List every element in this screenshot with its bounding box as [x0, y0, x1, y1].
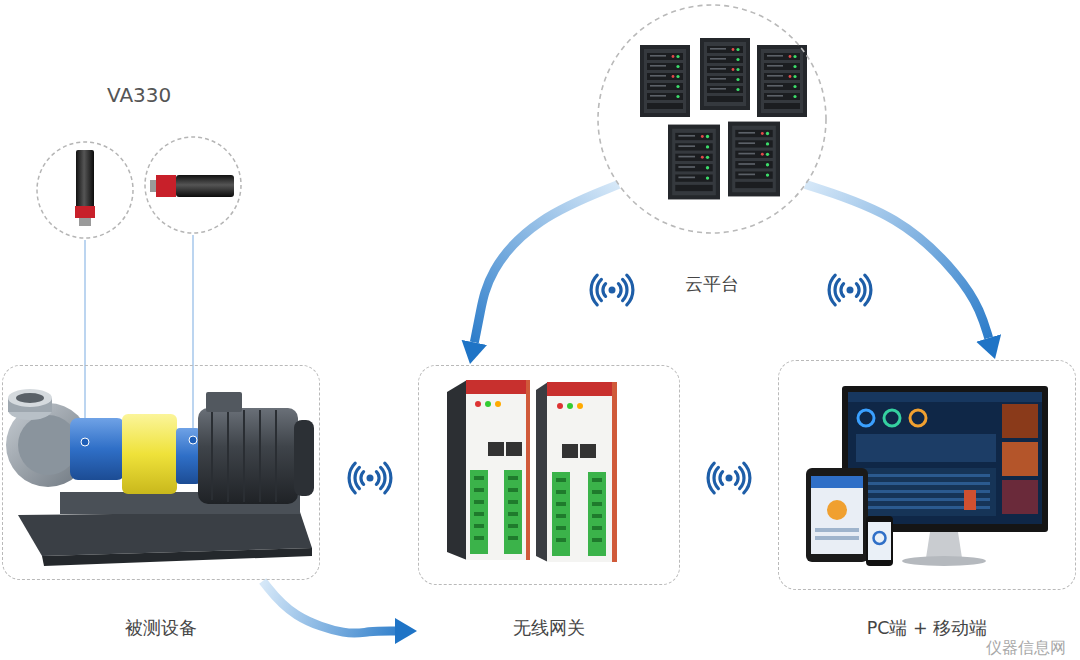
pump-illustration: [6, 389, 314, 566]
wireless-symbol: [349, 275, 871, 493]
node-label: 被测设备: [2, 617, 320, 639]
terminal-box: PC端 + 移动端: [778, 360, 1076, 639]
sensor-horizontal: [145, 137, 241, 233]
server-racks: [640, 38, 807, 199]
sensor-vertical: [37, 142, 133, 238]
gateway-box: 无线网关: [418, 365, 680, 639]
device-box: 被测设备: [2, 365, 320, 639]
cloud-platform: 云平台: [596, 3, 828, 295]
dashed-frame: [2, 365, 320, 580]
watermark: 仪器信息网: [986, 638, 1066, 659]
node-label: PC端 + 移动端: [778, 617, 1076, 639]
product-label: VA330: [107, 83, 171, 107]
pc-mobile-illustration: [806, 386, 1048, 566]
node-label: 云平台: [596, 273, 828, 295]
flow-arrow: [263, 581, 395, 633]
dashed-circle: [596, 3, 828, 235]
dashed-circle: [598, 5, 826, 233]
dashed-frame: [418, 365, 680, 585]
leader-line: [85, 235, 193, 438]
flow-arrow: [805, 184, 988, 338]
dashed-frame: [778, 360, 1076, 590]
node-label: 无线网关: [418, 617, 680, 639]
gateway-illustration: [447, 380, 617, 562]
flow-arrow: [474, 184, 618, 342]
